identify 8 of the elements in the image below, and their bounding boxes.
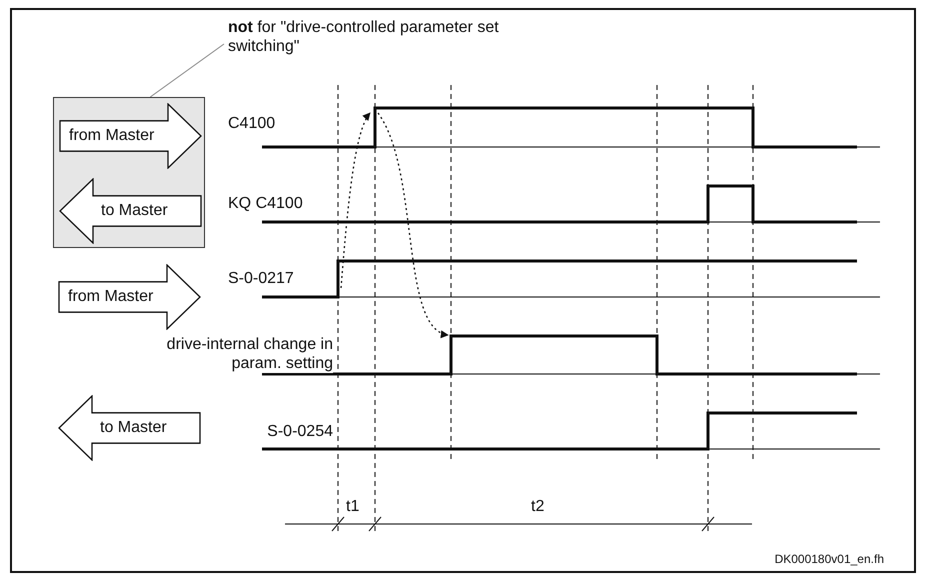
shaded-panel bbox=[53, 97, 205, 248]
arrow-label: from Master bbox=[69, 126, 154, 145]
arrow-label: to Master bbox=[100, 418, 167, 437]
arrow-label: from Master bbox=[68, 287, 154, 306]
arrow-label: to Master bbox=[101, 201, 168, 220]
note-text: not for "drive-controlled parameter set switching" bbox=[228, 18, 500, 56]
signal-name: KQ C4100 bbox=[228, 194, 303, 213]
leader-line bbox=[150, 44, 224, 98]
